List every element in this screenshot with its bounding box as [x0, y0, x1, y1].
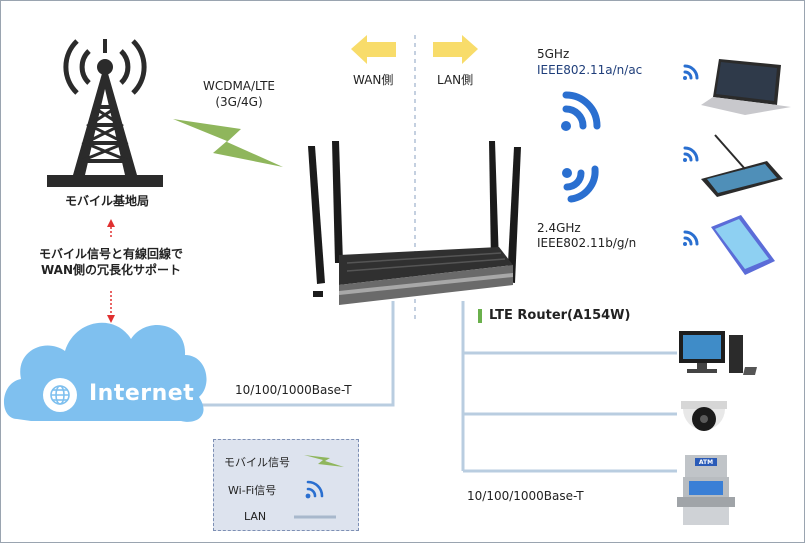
wifi-24ghz-standard: IEEE802.11b/g/n — [537, 236, 637, 250]
mobile-link-line2: (3G/4G) — [215, 95, 263, 109]
wifi-5ghz-standard: IEEE802.11a/n/ac — [537, 63, 643, 77]
router-device — [308, 141, 521, 305]
wifi-small-icon — [683, 146, 699, 162]
internet-label: Internet — [89, 381, 195, 406]
cell-tower-icon — [47, 39, 163, 187]
wifi-small-icon — [683, 230, 699, 246]
legend-wifi-icon — [305, 480, 324, 499]
lan-wired-label: 10/100/1000Base-T — [467, 489, 584, 503]
mobile-link-line1: WCDMA/LTE — [202, 79, 276, 93]
lan-side-label: LAN側 — [437, 73, 474, 87]
legend-box: モバイル信号 Wi-Fi信号 LAN — [213, 439, 359, 531]
router-label-bar — [478, 309, 482, 323]
internet-cloud — [3, 322, 207, 422]
legend-mobile-label: モバイル信号 — [224, 456, 290, 469]
router-name: LTE Router(A154W) — [489, 308, 631, 323]
wifi-24ghz-band: 2.4GHz — [537, 221, 581, 235]
redundancy-note-line2: WAN側の冗長化サポート — [40, 263, 182, 277]
wan-wired-label: 10/100/1000Base-T — [235, 383, 352, 397]
smartphone-icon — [711, 215, 775, 275]
tower-label: モバイル基地局 — [64, 194, 149, 208]
legend-bolt-icon — [304, 455, 344, 467]
atm-icon — [677, 455, 735, 525]
lan-cables — [197, 301, 677, 473]
lan-arrow-icon — [433, 35, 478, 64]
atm-sign: ATM — [698, 459, 714, 466]
wan-arrow-icon — [351, 35, 396, 64]
legend-wifi-label: Wi-Fi信号 — [228, 484, 277, 497]
security-camera-icon — [681, 401, 727, 431]
wifi-5ghz-icon — [561, 91, 601, 131]
wan-side-label: WAN側 — [353, 73, 394, 87]
redundancy-arrows — [107, 219, 115, 323]
desktop-pc-icon — [679, 331, 757, 375]
wifi-small-icon — [683, 64, 699, 80]
mobile-signal-bolt-icon — [173, 119, 283, 167]
legend-lan-line — [294, 515, 336, 519]
laptop-icon — [701, 59, 791, 115]
tablet-icon — [701, 134, 783, 197]
wifi-24ghz-icon — [562, 165, 599, 203]
redundancy-note-line1: モバイル信号と有線回線で — [38, 247, 183, 261]
legend-lan-label: LAN — [244, 510, 267, 523]
globe-icon — [50, 385, 70, 405]
wifi-5ghz-band: 5GHz — [537, 47, 570, 61]
